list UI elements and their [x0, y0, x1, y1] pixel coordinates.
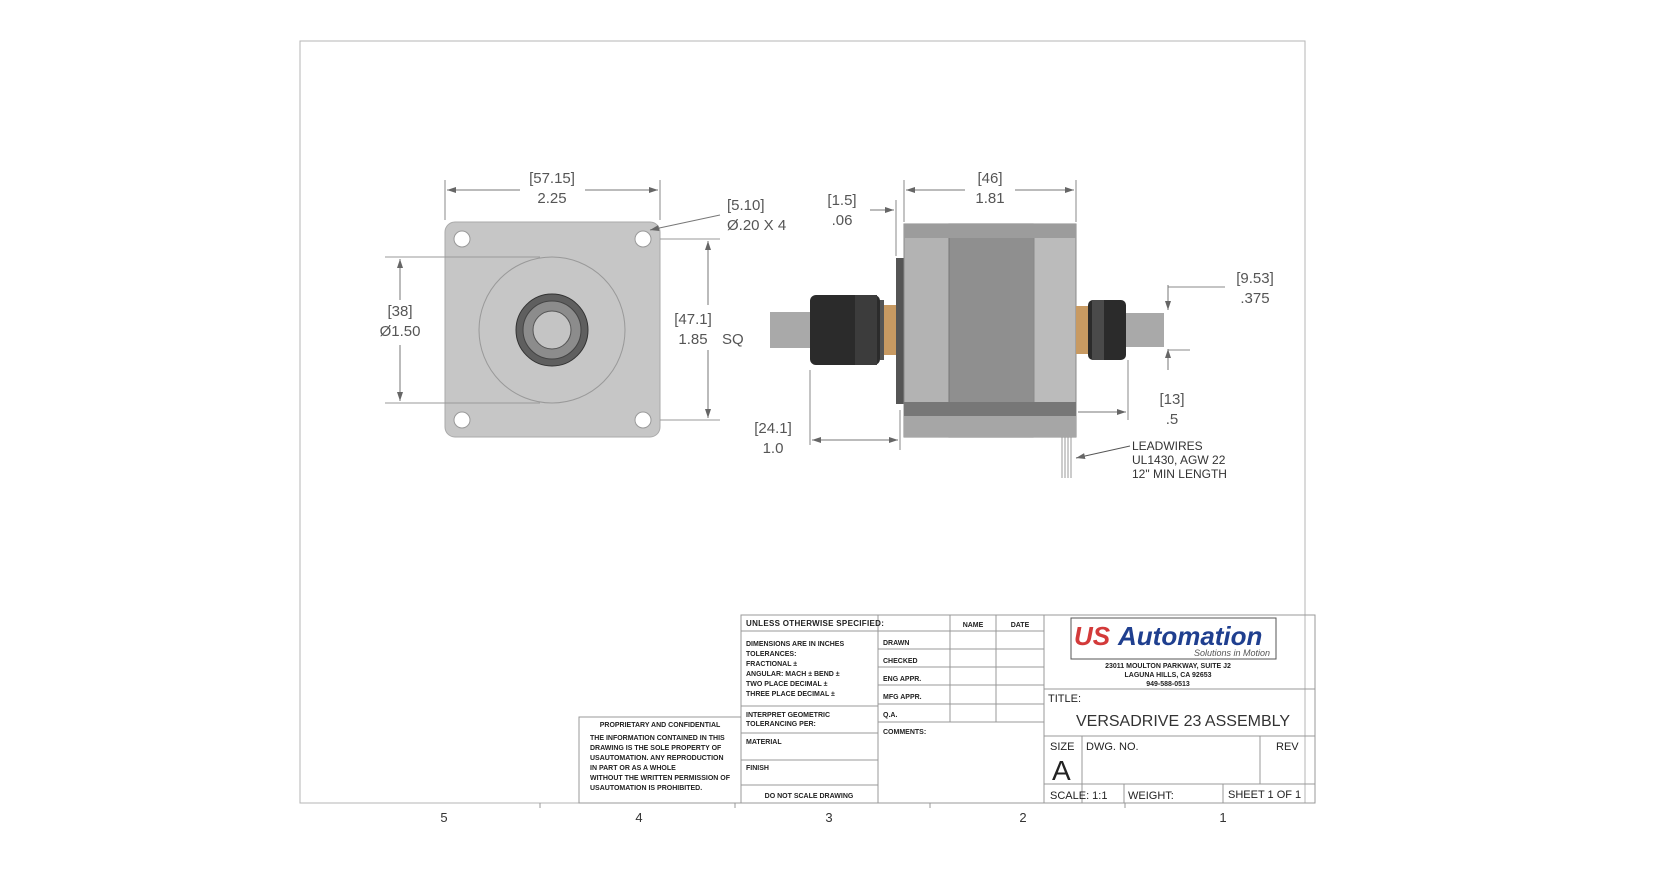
size-label: SIZE — [1050, 741, 1074, 753]
size-value: A — [1052, 755, 1071, 786]
comments-label: COMMENTS: — [883, 729, 926, 736]
flange-dim-mm: [1.5] — [827, 192, 856, 209]
scale-label: SCALE: 1:1 — [1050, 790, 1107, 802]
motor-body-center — [948, 223, 1035, 438]
body-dim-in: 1.81 — [975, 190, 1004, 207]
logo-automation: Automation — [1117, 621, 1262, 651]
leadwires-note-3: 12" MIN LENGTH — [1132, 467, 1227, 481]
logo-tagline: Solutions in Motion — [1194, 648, 1270, 658]
rear-dim-in: .5 — [1166, 411, 1179, 428]
dwg-no-label: DWG. NO. — [1086, 741, 1139, 753]
eng-appr-label: ENG APPR. — [883, 676, 921, 683]
address-line-3: 949-588-0513 — [1146, 681, 1190, 688]
zone-5: 5 — [440, 810, 447, 825]
drawn-label: DRAWN — [883, 640, 909, 647]
prop-line-5: WITHOUT THE WRITTEN PERMISSION OF — [590, 775, 731, 782]
prop-line-6: USAUTOMATION IS PROHIBITED. — [590, 785, 702, 792]
motor-flange — [896, 258, 904, 404]
pilot-dim-in: Ø1.50 — [380, 323, 421, 340]
hole-dim-in: Ø.20 X 4 — [727, 217, 786, 234]
zone-4: 4 — [635, 810, 642, 825]
front-ext-dim-in: 1.0 — [763, 440, 784, 457]
title-block — [578, 614, 1316, 804]
prop-title: PROPRIETARY AND CONFIDENTIAL — [600, 722, 721, 729]
side-view: [46] 1.81 [1.5] .06 [9.53] .375 [13] .5 … — [754, 170, 1274, 481]
sheet-label: SHEET 1 OF 1 — [1228, 789, 1301, 801]
leadwires-note-1: LEADWIRES — [1132, 439, 1203, 453]
date-header: DATE — [1011, 622, 1030, 629]
body-dim-mm: [46] — [977, 170, 1002, 187]
finish-label: FINISH — [746, 765, 769, 772]
material-label: MATERIAL — [746, 739, 782, 746]
front-width-mm: [57.15] — [529, 170, 575, 187]
checked-label: CHECKED — [883, 658, 918, 665]
prop-line-4: IN PART OR AS A WHOLE — [590, 765, 676, 772]
mount-hole — [453, 411, 471, 429]
qa-label: Q.A. — [883, 712, 897, 719]
interpret-line-1: INTERPRET GEOMETRIC — [746, 712, 830, 719]
zone-2: 2 — [1019, 810, 1026, 825]
mount-hole — [453, 230, 471, 248]
dims-line-5: TWO PLACE DECIMAL ± — [746, 681, 828, 688]
dims-line-3: FRACTIONAL ± — [746, 661, 797, 668]
rear-dim-mm: [13] — [1159, 391, 1184, 408]
weight-label: WEIGHT: — [1128, 790, 1174, 802]
dims-line-2: TOLERANCES: — [746, 651, 796, 658]
shaft-center — [532, 310, 572, 350]
bolt-dim-mm: [47.1] — [674, 311, 712, 328]
pilot-dim-mm: [38] — [387, 303, 412, 320]
zone-3: 3 — [825, 810, 832, 825]
name-header: NAME — [963, 622, 984, 629]
bolt-dim-in: 1.85 — [678, 331, 707, 348]
dims-line-6: THREE PLACE DECIMAL ± — [746, 691, 835, 698]
prop-line-1: THE INFORMATION CONTAINED IN THIS — [590, 735, 725, 742]
address-line-1: 23011 MOULTON PARKWAY, SUITE J2 — [1105, 663, 1231, 670]
address-line-2: LAGUNA HILLS, CA 92653 — [1125, 672, 1212, 679]
mount-hole — [634, 411, 652, 429]
drawing-title: VERSADRIVE 23 ASSEMBLY — [1076, 713, 1290, 730]
do-not-scale: DO NOT SCALE DRAWING — [765, 793, 854, 800]
interpret-line-2: TOLERANCING PER: — [746, 721, 816, 728]
dims-line-4: ANGULAR: MACH ± BEND ± — [746, 671, 840, 678]
mount-hole — [634, 230, 652, 248]
rear-bushing — [1076, 306, 1088, 354]
flange-dim-in: .06 — [832, 212, 853, 229]
unless-label: UNLESS OTHERWISE SPECIFIED: — [746, 619, 884, 628]
mfg-appr-label: MFG APPR. — [883, 694, 922, 701]
title-label: TITLE: — [1048, 693, 1081, 705]
rear-shaft — [1126, 313, 1164, 347]
front-shaft — [770, 312, 810, 348]
company-logo: US Automation Solutions in Motion — [1070, 617, 1277, 660]
hole-dim-mm: [5.10] — [727, 197, 765, 214]
prop-line-3: USAUTOMATION. ANY REPRODUCTION — [590, 755, 724, 762]
rev-label: REV — [1276, 741, 1299, 753]
shaft-dim-mm: [9.53] — [1236, 270, 1274, 287]
dims-line-1: DIMENSIONS ARE IN INCHES — [746, 641, 844, 648]
front-width-in: 2.25 — [537, 190, 566, 207]
zone-markers: 5 4 3 2 1 — [440, 803, 1227, 825]
logo-us: US — [1074, 621, 1111, 651]
front-ext-dim-mm: [24.1] — [754, 420, 792, 437]
bolt-dim-suffix: SQ — [722, 331, 744, 348]
zone-1: 1 — [1219, 810, 1226, 825]
leadwires-note-2: UL1430, AGW 22 — [1132, 453, 1226, 467]
shaft-dim-in: .375 — [1240, 290, 1269, 307]
prop-line-2: DRAWING IS THE SOLE PROPERTY OF — [590, 745, 722, 752]
lead-wires — [1061, 437, 1072, 478]
front-view: [57.15] 2.25 [5.10] Ø.20 X 4 [38] Ø1.50 … — [380, 170, 786, 438]
pilot-circle — [478, 256, 626, 404]
motor-body-front — [903, 223, 950, 438]
